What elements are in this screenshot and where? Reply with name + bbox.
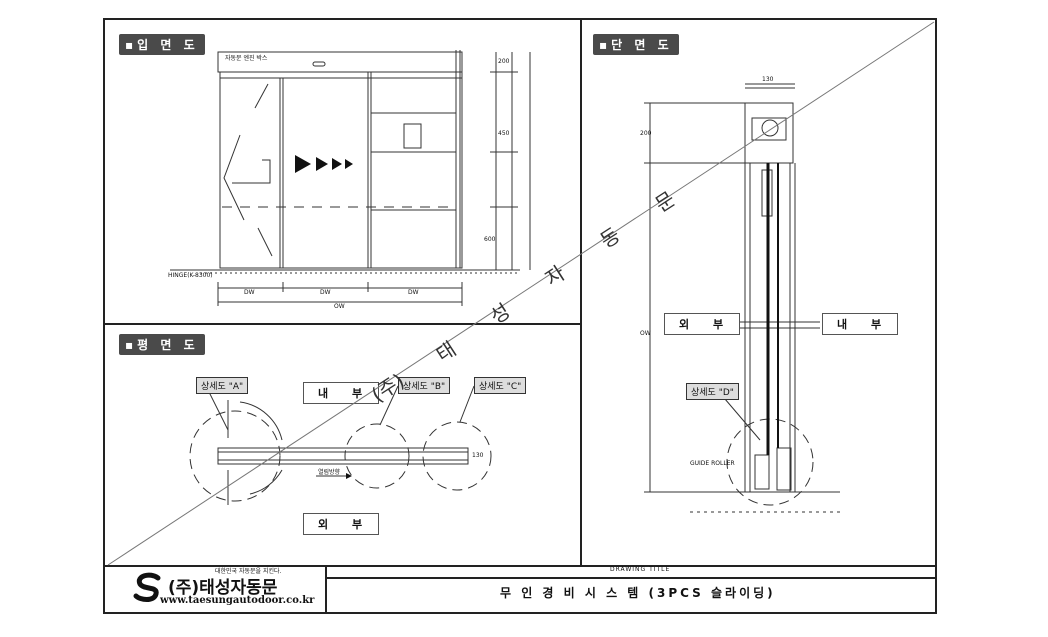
plan-detail-b: 상세도 "B": [398, 377, 451, 394]
section-tag: ▪단 면 도: [593, 34, 679, 55]
company-logo-icon: [132, 572, 164, 604]
guide-roller-label: GUIDE ROLLER: [690, 460, 735, 467]
section-detail-d: 상세도 "D": [686, 383, 739, 400]
section-dim-200: 200: [640, 130, 652, 137]
plan-detail-a: 상세도 "A": [196, 377, 249, 394]
dim-dw-2: DW: [320, 289, 331, 296]
section-inside-label: 내 부: [822, 313, 899, 335]
drawing-title-label: DRAWING TITLE: [610, 566, 671, 573]
dim-top: 200: [498, 58, 510, 65]
company-slogan: 대한민국 자동문을 지킨다.: [215, 568, 282, 575]
plan-inside-label: 내 부: [303, 382, 380, 404]
plan-direction: 열림방향: [318, 469, 341, 476]
company-url: www.taesungautodoor.co.kr: [160, 595, 315, 606]
hinge-label: HINGE(K-8300): [168, 272, 213, 279]
section-dim-ow: OW: [640, 330, 651, 337]
elevation-tag: ▪입 면 도: [119, 34, 205, 55]
company-name: (주)태성자동문: [168, 578, 278, 598]
plan-tag-text: 평 면 도: [137, 338, 199, 352]
divider-vertical: [580, 20, 582, 565]
dim-dw-1: DW: [244, 289, 255, 296]
plan-dim-130: 130: [472, 452, 484, 459]
drawing-title: 무 인 경 비 시 스 템 (3PCS 슬라이딩): [500, 586, 776, 600]
plan-detail-c: 상세도 "C": [474, 377, 527, 394]
elevation-tag-text: 입 면 도: [137, 38, 199, 52]
section-dim-130: 130: [762, 76, 774, 83]
drawing-sheet: ▪입 면 도 ▪평 면 도 ▪단 면 도: [103, 18, 937, 614]
plan-outside-label: 외 부: [303, 513, 380, 535]
dim-ow: OW: [334, 303, 345, 310]
section-tag-text: 단 면 도: [611, 38, 673, 52]
divider-title-logo: [325, 565, 327, 612]
dim-mid: 450: [498, 130, 510, 137]
divider-elevation-plan: [105, 323, 582, 325]
divider-title-label: [325, 577, 935, 579]
plan-tag: ▪평 면 도: [119, 334, 205, 355]
elevation-top-note: 자동문 엔진 박스: [225, 55, 268, 62]
dim-dw-3: DW: [408, 289, 419, 296]
dim-low: 600: [484, 236, 496, 243]
divider-title-block: [105, 565, 935, 567]
section-outside-label: 외 부: [664, 313, 741, 335]
